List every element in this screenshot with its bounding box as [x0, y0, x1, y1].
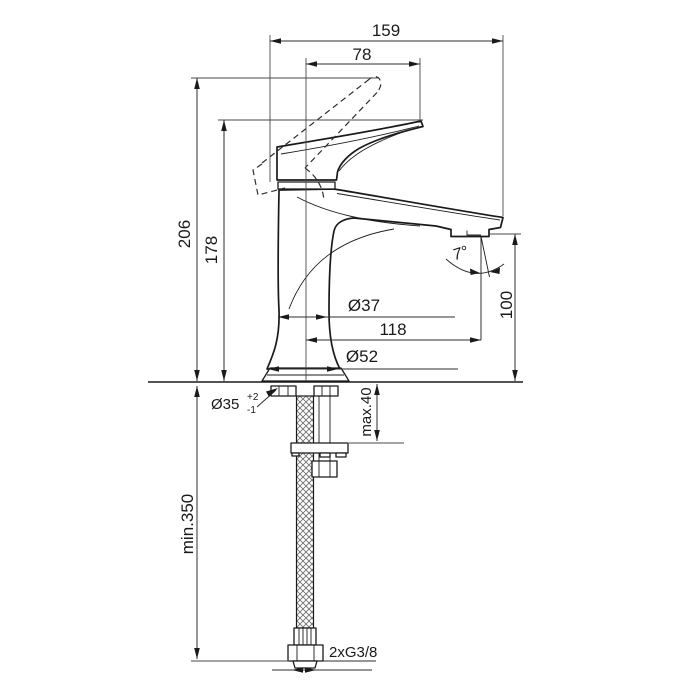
body-curve-lower — [288, 228, 395, 310]
arrow — [316, 314, 327, 320]
dim-d35-label: Ø35 — [211, 396, 239, 413]
dim-min350-label: min.350 — [178, 494, 197, 554]
supply-hose — [295, 395, 315, 629]
dimension-layer: 159 78 206 178 min.350 100 118 — [148, 21, 523, 673]
arrow — [194, 78, 200, 89]
hose-nut-tail — [292, 660, 318, 669]
arrow — [194, 386, 200, 397]
dim-78-label: 78 — [353, 45, 372, 64]
mounting-hardware — [270, 385, 349, 669]
angle-ref-slanted — [480, 236, 490, 278]
arrow — [306, 337, 317, 343]
rod-nut-facets — [318, 461, 331, 477]
mounting-nut-left-facets — [278, 386, 289, 396]
raised-handle-upper-edge — [261, 80, 368, 164]
raised-handle-lower-edge — [304, 92, 378, 169]
handle-inner-edge — [280, 125, 420, 155]
arrow — [194, 648, 200, 659]
aerator-notch — [466, 230, 481, 236]
hose-nut-facets — [296, 645, 315, 661]
dim-d52-label: Ø52 — [346, 347, 378, 366]
dim-g38-label: 2xG3/8 — [329, 644, 377, 661]
arrow — [470, 337, 481, 343]
dim-178-label: 178 — [202, 236, 221, 264]
mounting-nut-right — [313, 385, 339, 397]
handle-neck-curve — [338, 131, 404, 172]
dim-159-label: 159 — [372, 21, 400, 40]
arrow — [374, 430, 380, 441]
arrow — [306, 61, 317, 67]
dim-206-label: 206 — [175, 220, 194, 248]
raised-handle-pivot-arc — [304, 167, 325, 201]
rod-nut — [311, 460, 338, 478]
arrow — [221, 120, 227, 131]
arrow — [194, 370, 200, 381]
arrow — [374, 384, 380, 395]
clamp-feet — [291, 452, 347, 458]
spout-top-inner-line — [336, 193, 501, 221]
dim-d35-tol-minus: -1 — [247, 405, 256, 416]
faucet-outline — [261, 120, 504, 382]
threaded-rod — [318, 396, 331, 461]
hose-ferrule — [293, 627, 317, 646]
dim-d35-tol-plus: +2 — [247, 392, 259, 403]
hose-ferrule-crimps — [298, 628, 312, 645]
faucet-body-and-spout — [266, 188, 504, 370]
dim-100-label: 100 — [497, 291, 516, 319]
arrow — [278, 314, 289, 320]
dim-d37-label: Ø37 — [348, 296, 380, 315]
hose-nut — [287, 644, 324, 662]
body-curve-upper — [296, 196, 421, 227]
arrow — [470, 268, 480, 275]
dim-118-label: 118 — [379, 320, 406, 339]
arrow — [512, 234, 518, 245]
arrow — [492, 38, 503, 44]
raised-handle-tip — [366, 76, 382, 93]
arrow — [409, 61, 420, 67]
raised-handle-block — [252, 163, 286, 196]
arrow — [490, 267, 500, 274]
cartridge-ring — [277, 181, 336, 190]
dim-max40-label: max.40 — [358, 387, 375, 436]
arrow — [512, 370, 518, 381]
arrow — [305, 667, 316, 673]
clamp-plate — [290, 442, 349, 454]
arrow — [268, 366, 279, 372]
arrow — [266, 388, 278, 397]
faucet-handle — [276, 120, 424, 181]
arrow — [292, 667, 303, 673]
mounting-nut-right-facets — [321, 386, 331, 396]
arrow — [270, 38, 281, 44]
arrow — [221, 370, 227, 381]
arrow — [327, 366, 338, 372]
dim-angle-label: 7° — [451, 243, 471, 264]
